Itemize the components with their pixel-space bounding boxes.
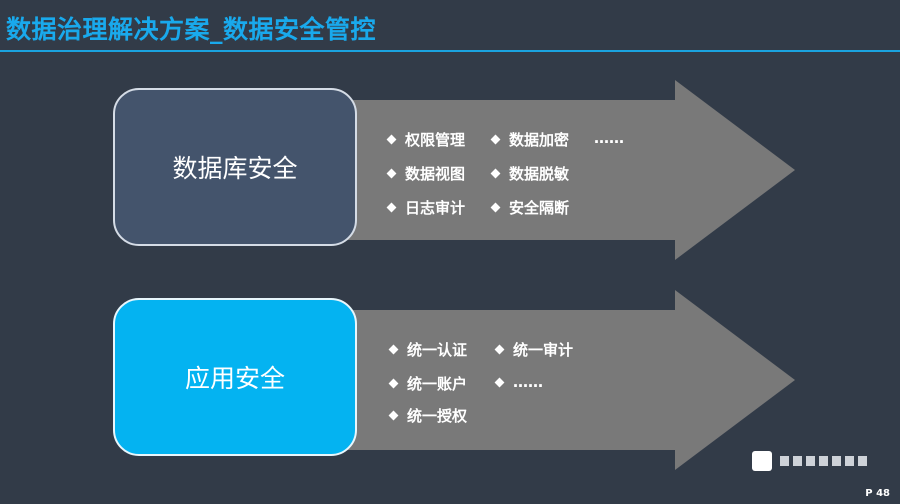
list-item: 数据加密 <box>490 129 569 150</box>
page-number: P 48 <box>865 488 890 499</box>
diamond-bullet-icon <box>490 202 501 213</box>
list-item: 数据脱敏 <box>490 163 569 184</box>
slide-title: 数据治理解决方案_数据安全管控 <box>6 15 377 44</box>
application-security-box: 应用安全 <box>113 298 357 456</box>
watermark <box>752 449 870 473</box>
database-security-box: 数据库安全 <box>113 88 357 246</box>
list-item: 权限管理 <box>386 129 465 150</box>
diamond-bullet-icon <box>494 344 505 355</box>
list-item: 统一认证 <box>388 339 467 360</box>
diamond-bullet-icon <box>388 344 399 355</box>
list-item: …… <box>494 373 543 391</box>
diamond-bullet-icon <box>388 378 399 389</box>
list-item: 统一审计 <box>494 339 573 360</box>
application-security-label: 应用安全 <box>184 364 285 393</box>
title-rule <box>0 50 900 52</box>
diamond-bullet-icon <box>386 168 397 179</box>
list-item: 日志审计 <box>386 197 465 218</box>
arrow-application-security <box>340 290 800 470</box>
database-security-label: 数据库安全 <box>172 154 298 183</box>
list-item: 数据视图 <box>386 163 465 184</box>
diamond-bullet-icon <box>490 134 501 145</box>
list-item: 统一账户 <box>388 373 467 394</box>
list-item: 统一授权 <box>388 405 467 426</box>
watermark-logo-icon <box>752 451 772 471</box>
diamond-bullet-icon <box>490 168 501 179</box>
list-item: 安全隔断 <box>490 197 569 218</box>
diamond-bullet-icon <box>386 134 397 145</box>
watermark-text <box>780 456 870 466</box>
diamond-bullet-icon <box>494 377 505 387</box>
arrow-database-security <box>340 80 800 260</box>
list-item: …… <box>594 129 624 147</box>
diamond-bullet-icon <box>386 202 397 213</box>
diamond-bullet-icon <box>388 410 399 421</box>
